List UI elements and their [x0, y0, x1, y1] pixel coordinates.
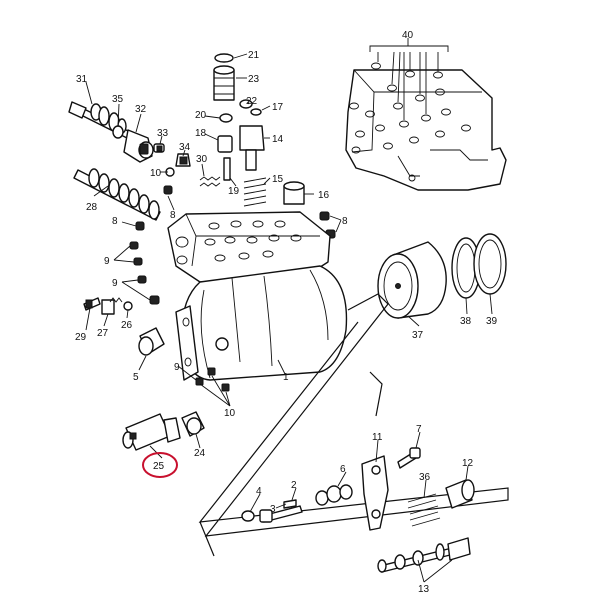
- callout-1: 1: [283, 372, 289, 383]
- part-21-cap: [214, 53, 234, 63]
- part-9-nuts: [129, 241, 160, 305]
- callout-9a: 9: [104, 256, 110, 267]
- callout-13: 13: [418, 584, 430, 595]
- callout-9c: 9: [174, 362, 180, 373]
- callout-6: 6: [340, 464, 346, 475]
- small-springs-left: [109, 297, 123, 303]
- callout-8b: 8: [112, 216, 118, 227]
- part-20-washer: [219, 113, 233, 123]
- part-29-screw: [83, 297, 101, 311]
- callout-23: 23: [248, 74, 260, 85]
- part-37-drum: [377, 241, 447, 319]
- part-27-fitting: [101, 299, 115, 315]
- part-16-cup: [283, 181, 305, 205]
- callout-39: 39: [486, 316, 498, 327]
- callout-28: 28: [86, 202, 98, 213]
- part-33-fitting: [153, 143, 165, 153]
- callout-38: 38: [460, 316, 472, 327]
- callout-20: 20: [195, 110, 207, 121]
- callout-35: 35: [112, 94, 124, 105]
- callout-32: 32: [135, 104, 147, 115]
- part-36-spring: [407, 493, 441, 527]
- part-39-seal-ring: [473, 233, 507, 295]
- callout-40: 40: [402, 30, 414, 41]
- callout-10b: 10: [224, 408, 236, 419]
- part-26-ring: [123, 301, 133, 311]
- part-23-fitting: [213, 65, 235, 101]
- part-15-spring: [243, 177, 267, 207]
- callout-36: 36: [419, 472, 431, 483]
- callout-21: 21: [248, 50, 260, 61]
- part-30-spring: [199, 176, 221, 187]
- callout-14: 14: [272, 134, 284, 145]
- callout-33: 33: [157, 128, 169, 139]
- callout-8a: 8: [170, 210, 176, 221]
- callout-7: 7: [416, 424, 422, 435]
- callout-4: 4: [256, 486, 262, 497]
- callout-8c: 8: [342, 216, 348, 227]
- part-18-sleeve: [217, 135, 233, 153]
- part-3-pin: [283, 499, 297, 509]
- callout-29: 29: [75, 332, 87, 343]
- part-7-screw: [397, 447, 421, 469]
- part-8-nut: [135, 185, 173, 231]
- part-4-washer: [241, 510, 255, 522]
- callout-19: 19: [228, 186, 240, 197]
- part-32-valve: [123, 129, 154, 163]
- part-19-plunger: [223, 157, 231, 181]
- part-34-fitting: [175, 153, 191, 167]
- part-25-highlight-circle: [142, 452, 178, 478]
- callout-34: 34: [179, 142, 191, 153]
- callout-18: 18: [195, 128, 207, 139]
- callout-26: 26: [121, 320, 133, 331]
- callout-22: 22: [246, 96, 258, 107]
- part-40-upper-housing-inset: [345, 38, 507, 191]
- callout-37: 37: [412, 330, 424, 341]
- callout-labels: 1 2 3 4 5 6 7 8 8 8 9 9 9 10 10 11 12 13…: [75, 30, 498, 595]
- callout-5: 5: [133, 372, 139, 383]
- part-5-fitting: [138, 327, 165, 356]
- callout-10a: 10: [150, 168, 162, 179]
- leader-lines: [85, 53, 493, 583]
- part-17-washer: [250, 108, 262, 116]
- callout-15: 15: [272, 174, 284, 185]
- part-35-washer: [112, 125, 124, 139]
- callout-3: 3: [270, 504, 276, 515]
- part-11-bracket: [361, 455, 389, 531]
- part-2-pin: [259, 505, 303, 523]
- part-24-fitting: [181, 411, 205, 437]
- callout-31: 31: [76, 74, 88, 85]
- callout-11: 11: [372, 432, 383, 443]
- part-25-solenoid: [122, 413, 181, 451]
- callout-12: 12: [462, 458, 474, 469]
- part-9-10-lower-nuts: [195, 367, 230, 392]
- part-1-pump-body: [167, 211, 348, 381]
- part-13-rod: [377, 537, 471, 573]
- callout-27: 27: [97, 328, 109, 339]
- callout-25: 25: [153, 461, 165, 472]
- part-14-delivery-valve: [239, 125, 265, 171]
- callout-2: 2: [291, 480, 297, 491]
- part-6-valve: [315, 484, 353, 506]
- callout-17: 17: [272, 102, 284, 113]
- callout-24: 24: [194, 448, 206, 459]
- callout-30: 30: [196, 154, 208, 165]
- callout-16: 16: [318, 190, 330, 201]
- callout-9b: 9: [112, 278, 118, 289]
- part-12-cap: [445, 479, 475, 509]
